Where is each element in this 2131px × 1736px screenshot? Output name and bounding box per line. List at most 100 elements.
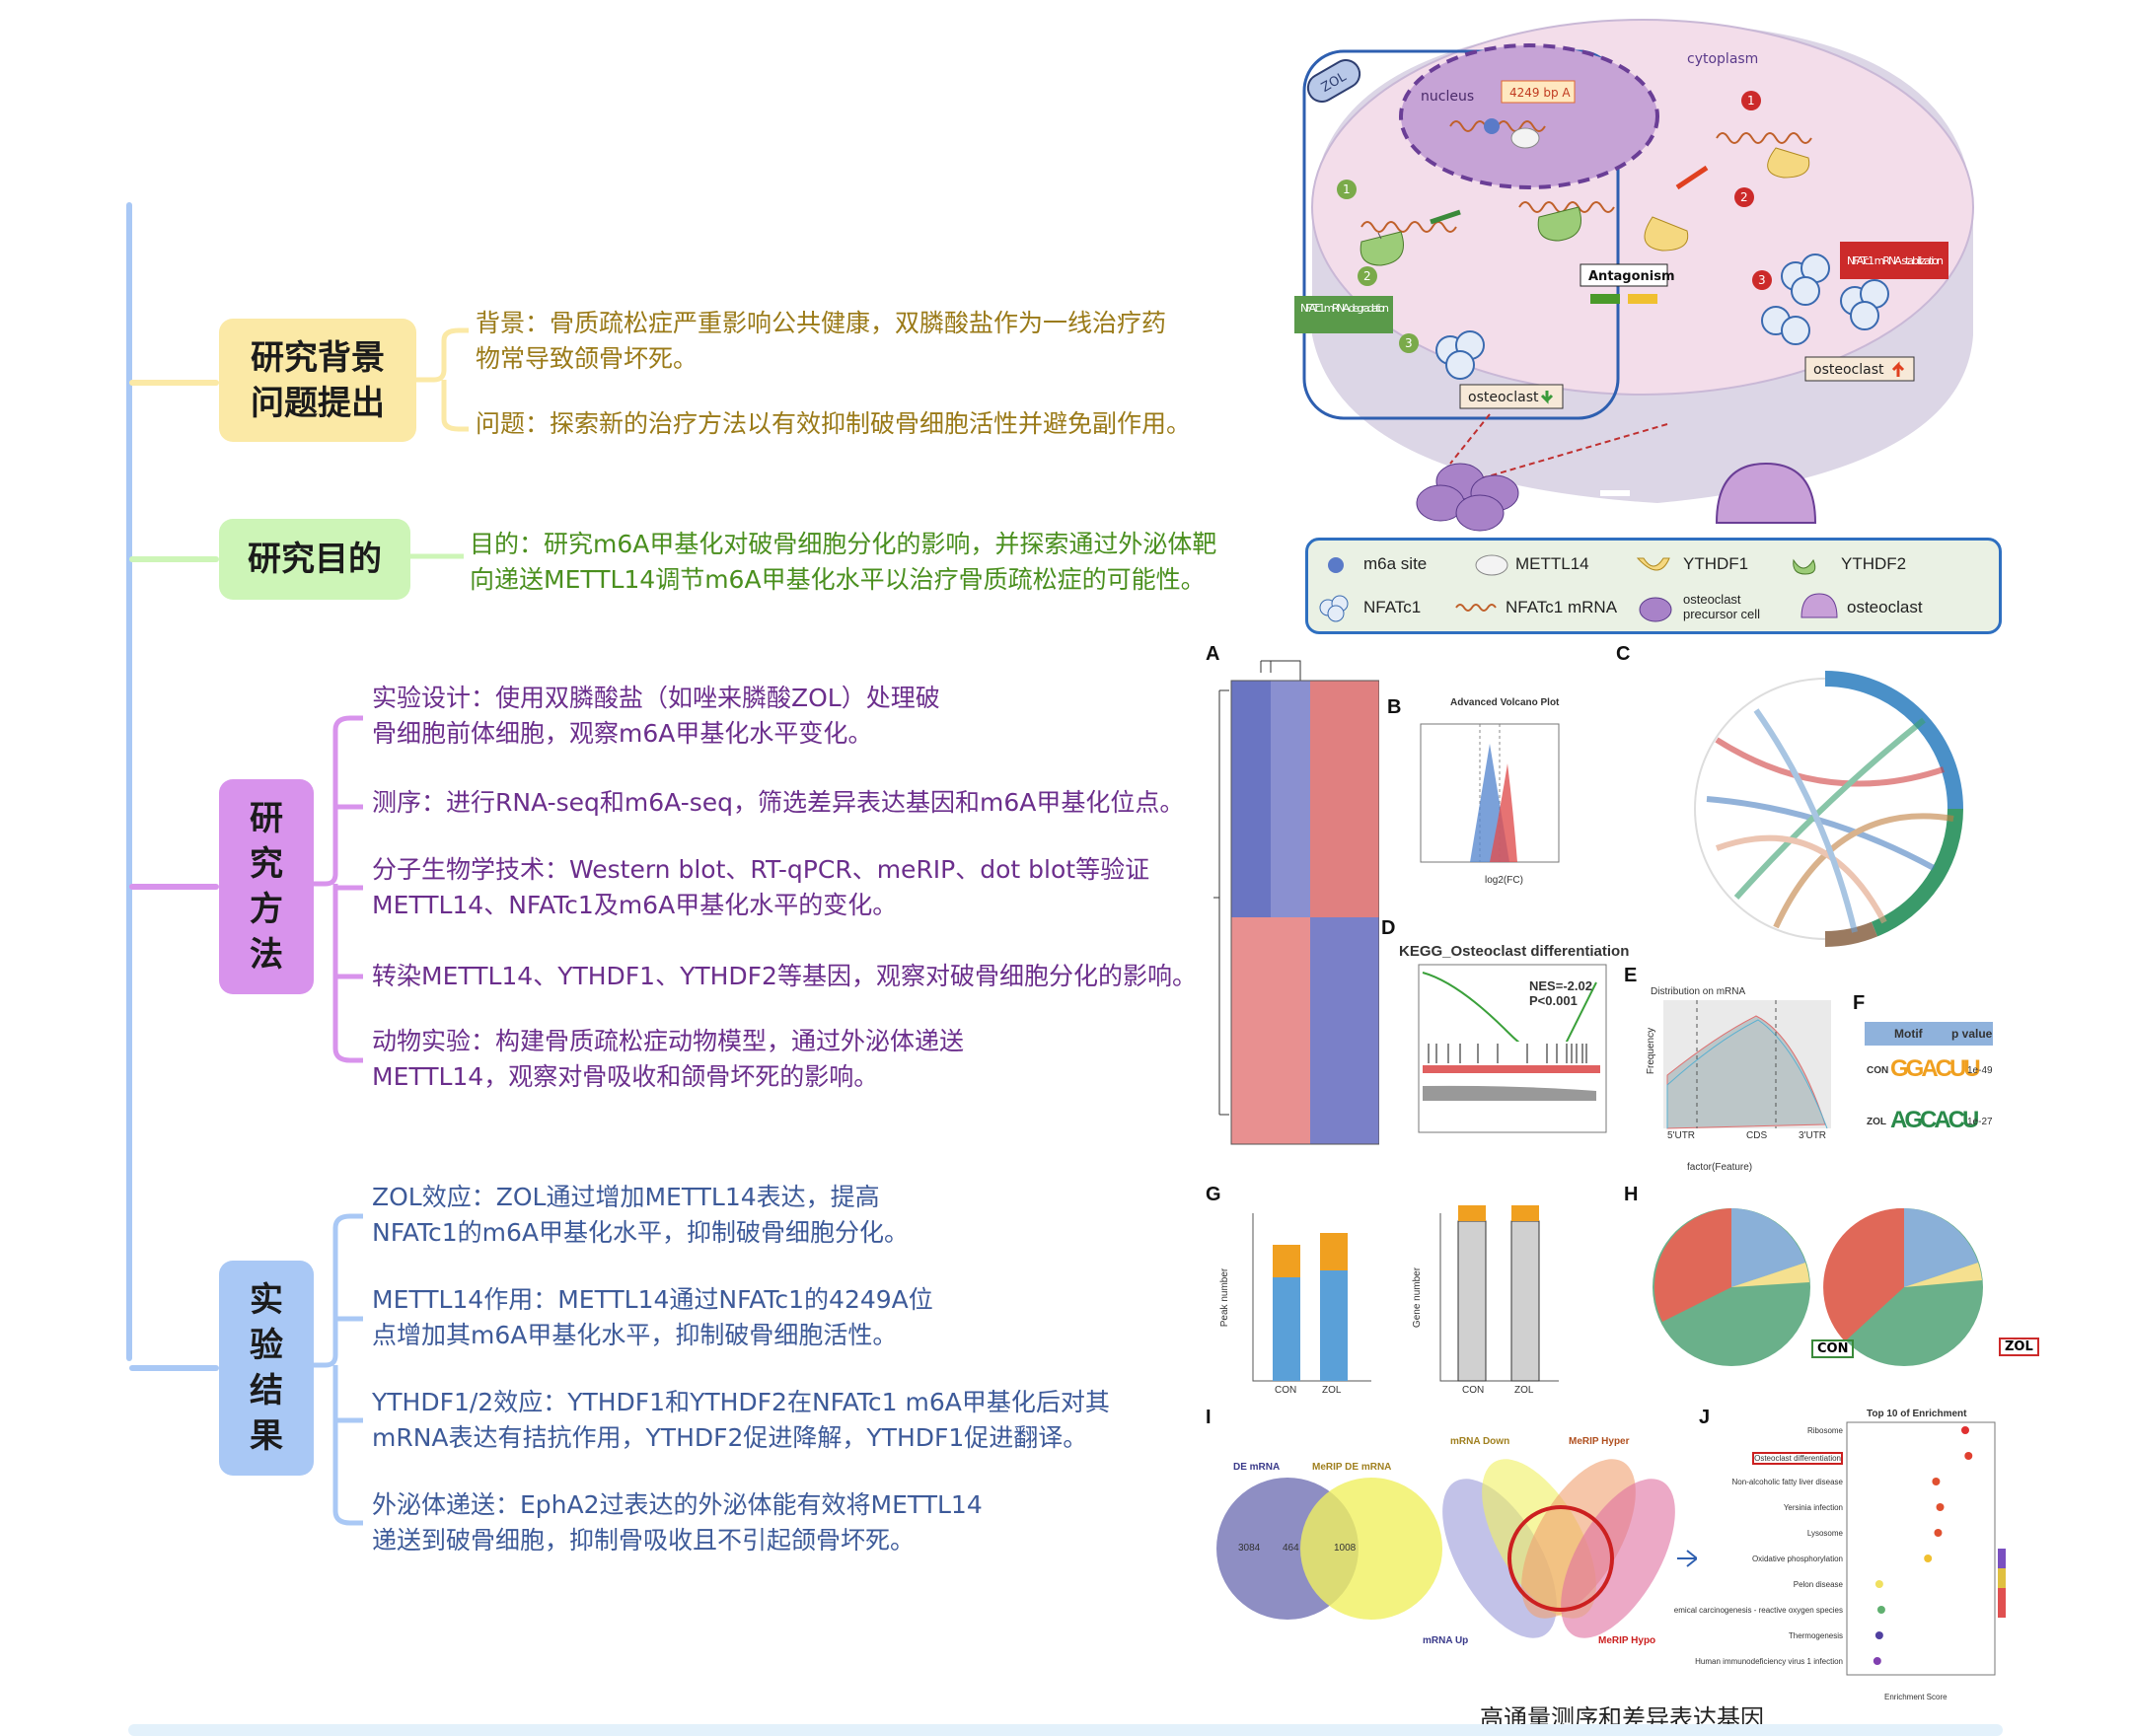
branch-line-background: [129, 380, 219, 386]
venn-label: MeRIP Hyper: [1569, 1436, 1630, 1447]
site-label: 4249 bp A: [1509, 86, 1571, 100]
node-methods[interactable]: 研 究 方 法: [219, 779, 314, 994]
osteoclast-icon: [1800, 593, 1838, 618]
enrichment-term: Yersinia infection: [1783, 1503, 1843, 1512]
enrichment-xlabel: Enrichment Score: [1884, 1693, 1947, 1701]
mrna-center: [1518, 201, 1615, 213]
panel-g-label: G: [1206, 1184, 1221, 1205]
legend-precursor: osteoclast precursor cell: [1683, 592, 1761, 621]
zol-badge: ZOL: [1306, 59, 1361, 103]
m6a-site-icon: [1328, 557, 1344, 573]
gene-ylabel: Gene number: [1412, 1266, 1424, 1329]
precursor-icon: [1639, 597, 1672, 622]
panel-j-label: J: [1699, 1407, 1711, 1428]
enrichment-dot: [1874, 1580, 1883, 1588]
svg-text:2: 2: [1740, 190, 1748, 204]
bar-group-label: CON: [1462, 1385, 1485, 1396]
problem-text: 问题：探索新的治疗方法以有效抑制破骨细胞活性并避免副作用。: [476, 409, 1192, 438]
precursor-cells: [1416, 463, 1519, 532]
nfatc1-icon: [1319, 595, 1349, 622]
aim-line-1: 目的：研究m6A甲基化对破骨细胞分化的影响，并探索通过外泌体靶: [470, 530, 1217, 558]
enrichment-dot: [1932, 1478, 1941, 1485]
node-background[interactable]: 研究背景 问题提出: [219, 319, 416, 442]
branch-line-aim: [129, 556, 219, 562]
venn-label: MeRIP DE mRNA: [1312, 1462, 1392, 1473]
node-aim[interactable]: 研究目的: [219, 519, 410, 600]
node-background-title-1: 研究背景: [251, 337, 385, 378]
panel-a-label: A: [1206, 643, 1220, 665]
site-label-box: [1501, 80, 1576, 104]
venn-label: mRNA Down: [1450, 1436, 1510, 1447]
distribution-title: Distribution on mRNA: [1651, 986, 1746, 997]
legend-mrna: NFATc1 mRNA: [1506, 598, 1618, 616]
cell-diagram: nucleus 4249 bp A cytoplasm ZOL Antagoni…: [1294, 19, 1974, 532]
gsea-nes: NES=-2.02: [1529, 978, 1592, 993]
motif-col-header: Motif: [1894, 1027, 1923, 1041]
panel-h-label: H: [1624, 1184, 1639, 1205]
results-line: METTL14作用：METTL14通过NFATc1的4249A位: [372, 1285, 933, 1314]
venn-label: MeRIP Hypo: [1598, 1635, 1656, 1646]
arrow-up-icon: [1891, 361, 1905, 377]
methods-item-transfection: 转染METTL14、YTHDF1、YTHDF2等基因，观察对破骨细胞分化的影响。: [372, 962, 1197, 990]
enrichment-term: Human immunodeficiency virus 1 infection: [1695, 1657, 1843, 1666]
volcano-xlabel: log2(FC): [1485, 875, 1523, 886]
mrna-left: [1360, 221, 1457, 233]
aim-line-2: 向递送METTL14调节m6A甲基化水平以治疗骨质疏松症的可能性。: [470, 565, 1206, 594]
enrichment-term: Pelon disease: [1793, 1580, 1843, 1589]
gsea-p: P<0.001: [1529, 993, 1578, 1008]
node-results[interactable]: 实 验 结 果: [219, 1261, 314, 1476]
distribution-plot: [1663, 1000, 1831, 1129]
enrichment-term: Non-alcoholic fatty liver disease: [1731, 1478, 1844, 1486]
methods-item-design: 实验设计：使用双膦酸盐（如唑来膦酸ZOL）处理破 骨细胞前体细胞，观察m6A甲基…: [372, 681, 940, 752]
results-line: YTHDF1/2效应：YTHDF1和YTHDF2在NFATc1 m6A甲基化后对…: [372, 1388, 1110, 1416]
mrna-right: [1716, 132, 1812, 144]
degradation-label: NFATc1 mRNA degradation: [1300, 302, 1389, 315]
motif-pvalue: 1e-27: [1967, 1117, 1993, 1127]
enrichment-term: Oxidative phosphorylation: [1751, 1555, 1843, 1563]
enrichment-term: Thermogenesis: [1788, 1631, 1843, 1640]
peak-ylabel: Peak number: [1219, 1267, 1231, 1328]
venn-count: 1008: [1334, 1543, 1357, 1554]
distribution-tick: 3'UTR: [1799, 1130, 1827, 1141]
gsea-title: KEGG_Osteoclast differentiation: [1399, 943, 1630, 960]
enrichment-dot: [1876, 1606, 1885, 1614]
enrichment-title: Top 10 of Enrichment: [1867, 1409, 1967, 1419]
methods-line: METTL14、NFATc1及m6A甲基化水平的变化。: [372, 891, 898, 919]
legend-ythdf2: YTHDF2: [1841, 554, 1907, 573]
legend-m6a-site: m6a site: [1363, 554, 1428, 573]
results-item-exosome: 外泌体递送：EphA2过表达的外泌体能有效将METTL14 递送到破骨细胞，抑制…: [372, 1487, 983, 1558]
venn-label: DE mRNA: [1233, 1462, 1281, 1473]
enrichment-dot: [1874, 1631, 1883, 1639]
gsea-plot: [1418, 964, 1607, 1133]
enrichment-term-highlight: Osteoclast differentiation: [1752, 1452, 1843, 1465]
methods-line: 骨细胞前体细胞，观察m6A甲基化水平变化。: [372, 719, 873, 748]
methods-line: 实验设计：使用双膦酸盐（如唑来膦酸ZOL）处理破: [372, 684, 940, 712]
osteoclast-up-label: osteoclast: [1813, 362, 1884, 378]
ythdf2-icon: [1537, 206, 1581, 242]
results-line: 点增加其m6A甲基化水平，抑制破骨细胞活性。: [372, 1321, 898, 1349]
ythdf1-icon: [1644, 216, 1689, 252]
enrichment-dot: [1964, 1452, 1973, 1460]
bottom-strip: [128, 1724, 2003, 1736]
results-item-mettl14: METTL14作用：METTL14通过NFATc1的4249A位 点增加其m6A…: [372, 1282, 933, 1353]
venn-count: 3084: [1238, 1543, 1261, 1554]
enrichment-dot: [1934, 1529, 1943, 1537]
node-methods-char: 法: [250, 935, 283, 975]
panel-e-label: E: [1624, 965, 1638, 986]
pie-con-label: CON: [1811, 1339, 1855, 1358]
volcano-plot: [1420, 723, 1560, 863]
gsea-stats: NES=-2.02 P<0.001: [1529, 978, 1592, 1008]
peak-gene-bars: [1252, 1205, 1559, 1382]
distribution-ylabel: Frequency: [1646, 1027, 1657, 1075]
motif-pvalue: 1e-49: [1967, 1065, 1993, 1076]
enrichment-term: emical carcinogenesis - reactive oxygen …: [1673, 1606, 1843, 1615]
legend-osteoclast: osteoclast: [1847, 598, 1923, 616]
node-methods-char: 方: [250, 890, 283, 929]
methods-item-molecular: 分子生物学技术：Western blot、RT-qPCR、meRIP、dot b…: [372, 852, 1149, 923]
results-line: ZOL效应：ZOL通过增加METTL14表达，提高: [372, 1183, 880, 1211]
results-line: 外泌体递送：EphA2过表达的外泌体能有效将METTL14: [372, 1490, 983, 1519]
mrna-icon: [1455, 604, 1497, 612]
results-item-zol: ZOL效应：ZOL通过增加METTL14表达，提高 NFATc1的m6A甲基化水…: [372, 1180, 909, 1251]
bar-group-label: ZOL: [1514, 1385, 1534, 1396]
legend-icons: [1319, 554, 1838, 622]
